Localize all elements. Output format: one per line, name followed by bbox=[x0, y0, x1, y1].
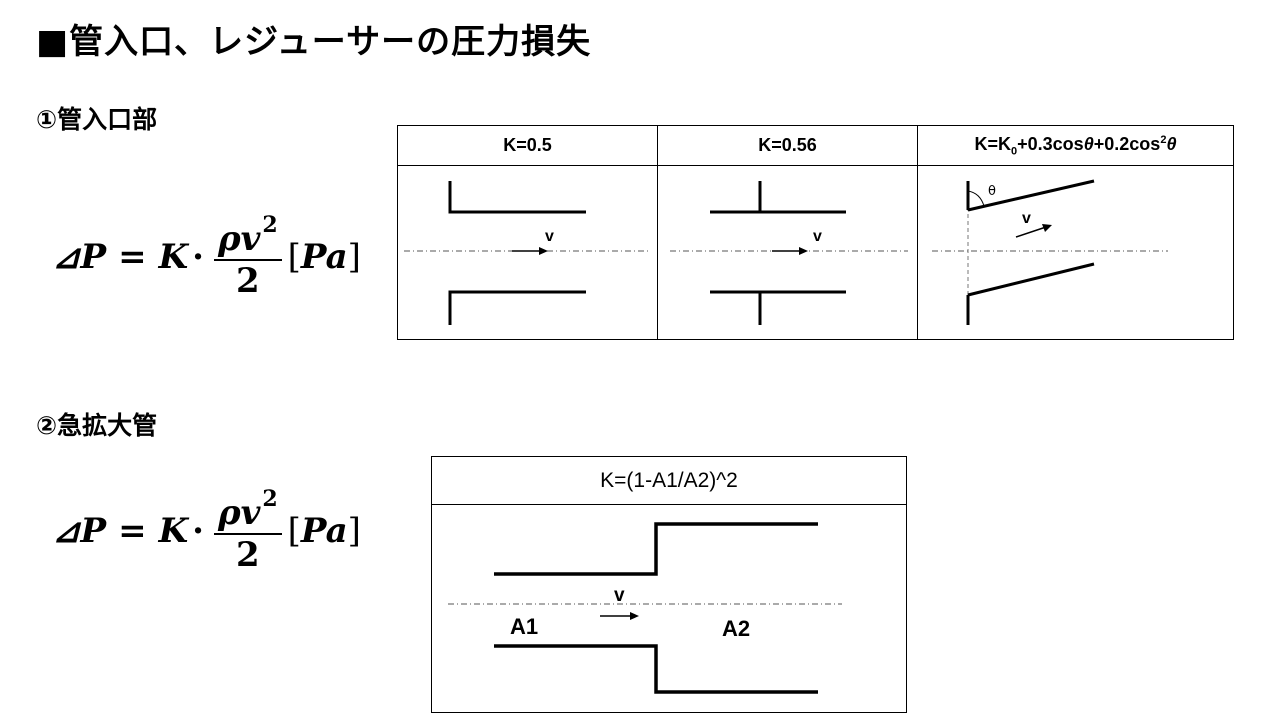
section-heading-inlet: ①管入口部 bbox=[36, 105, 158, 134]
unit-bracket-open: [ bbox=[287, 510, 301, 551]
section-heading-sudden-expansion: ②急拡大管 bbox=[36, 411, 158, 440]
sharp-inlet-diagram: v bbox=[397, 165, 658, 340]
formula-unit: Pa bbox=[300, 510, 348, 551]
area-a1-label: A1 bbox=[510, 614, 538, 639]
formula-lhs: ⊿P bbox=[52, 236, 107, 277]
formula-exponent: 2 bbox=[262, 486, 278, 512]
sudden-expansion-diagram: v A1 A2 bbox=[431, 504, 907, 713]
formula-fraction: ρv2 2 bbox=[213, 212, 282, 301]
expansion-diagram-table: K=(1-A1/A2)^2 v A1 A2 bbox=[431, 456, 907, 713]
formula-fraction: ρv2 2 bbox=[213, 486, 282, 575]
velocity-label: v bbox=[1022, 210, 1031, 227]
reentrant-inlet-diagram: v bbox=[657, 165, 918, 340]
velocity-label: v bbox=[813, 228, 822, 245]
pressure-loss-formula-expansion: ⊿P = K · ρv2 2 [ Pa ] bbox=[52, 486, 361, 575]
formula-lhs: ⊿P bbox=[52, 510, 107, 551]
velocity-label: v bbox=[614, 585, 625, 606]
area-a2-label: A2 bbox=[722, 616, 750, 641]
k-label-angled-inlet: K=K0+0.3cosθ+0.2cos2θ bbox=[917, 125, 1234, 166]
unit-bracket-open: [ bbox=[287, 236, 301, 277]
formula-exponent: 2 bbox=[262, 212, 278, 238]
angle-label: θ bbox=[988, 184, 996, 199]
formula-dot: · bbox=[192, 510, 204, 551]
page-title: ■管入口、レジューサーの圧力損失 bbox=[36, 22, 592, 62]
formula-denominator: 2 bbox=[235, 535, 260, 575]
k-label-reentrant-inlet: K=0.56 bbox=[657, 125, 918, 166]
pressure-loss-formula-inlet: ⊿P = K · ρv2 2 [ Pa ] bbox=[52, 212, 361, 301]
formula-numerator: ρv2 bbox=[217, 486, 278, 533]
formula-denominator: 2 bbox=[235, 261, 260, 301]
formula-dot: · bbox=[192, 236, 204, 277]
unit-bracket-close: ] bbox=[347, 236, 361, 277]
velocity-label: v bbox=[545, 228, 554, 245]
inlet-diagram-table: K=0.5 K=0.56 K=K0+0.3cosθ+0.2cos2θ v bbox=[397, 125, 1234, 340]
formula-k: K bbox=[158, 510, 189, 551]
unit-bracket-close: ] bbox=[347, 510, 361, 551]
k-label-sudden-expansion: K=(1-A1/A2)^2 bbox=[431, 456, 907, 505]
formula-numerator: ρv2 bbox=[217, 212, 278, 259]
formula-unit: Pa bbox=[300, 236, 348, 277]
k-label-sharp-inlet: K=0.5 bbox=[397, 125, 658, 166]
fraction-bar bbox=[213, 533, 282, 535]
angled-inlet-diagram: θ v bbox=[917, 165, 1234, 340]
fraction-bar bbox=[213, 259, 282, 261]
formula-k: K bbox=[158, 236, 189, 277]
formula-equals: = bbox=[118, 510, 147, 551]
formula-equals: = bbox=[118, 236, 147, 277]
